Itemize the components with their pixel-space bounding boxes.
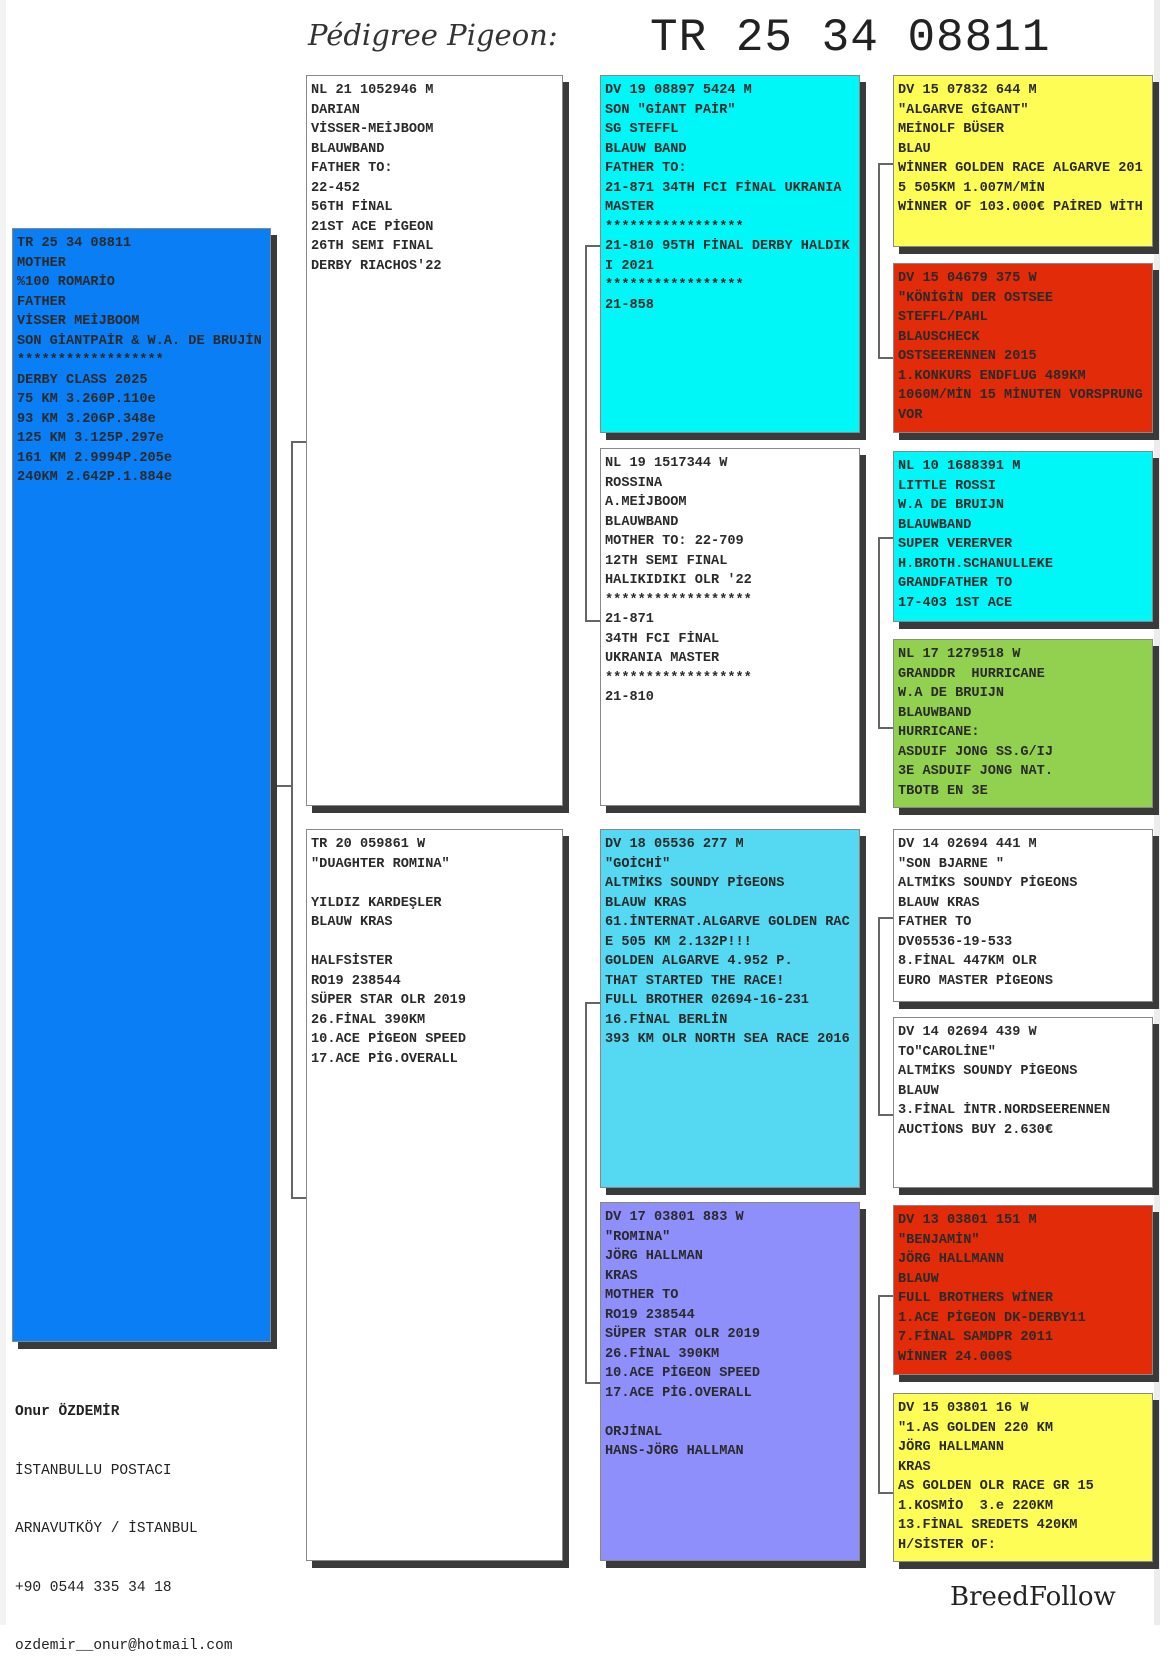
- connector: [878, 1295, 880, 1492]
- great-grandparent-card-4: NL 17 1279518 W GRANDDR HURRICANE W.A DE…: [893, 639, 1153, 808]
- page-frame: [0, 0, 1160, 1625]
- connector: [878, 1295, 893, 1297]
- great-grandparent-card-3: NL 10 1688391 M LITTLE ROSSI W.A DE BRUI…: [893, 451, 1153, 622]
- breeder-contact: Onur ÖZDEMİR İSTANBULLU POSTACI ARNAVUTK…: [15, 1364, 233, 1676]
- connector: [271, 785, 291, 787]
- connector: [878, 357, 893, 359]
- connector: [878, 917, 893, 919]
- breeder-phone: +90 0544 335 34 18: [15, 1579, 172, 1596]
- connector: [585, 620, 600, 622]
- connector: [878, 917, 880, 1114]
- great-grandparent-card-5: DV 14 02694 441 M "SON BJARNE " ALTMİKS …: [893, 829, 1153, 1002]
- connector: [878, 727, 893, 729]
- breeder-name: Onur ÖZDEMİR: [15, 1404, 120, 1420]
- great-grandparent-card-7: DV 13 03801 151 M "BENJAMİN" JÖRG HALLMA…: [893, 1205, 1153, 1375]
- subject-pigeon-card: TR 25 34 08811 MOTHER %100 ROMARİO FATHE…: [12, 228, 271, 1342]
- breeder-company: İSTANBULLU POSTACI: [15, 1462, 172, 1479]
- great-grandparent-card-6: DV 14 02694 439 W TO"CAROLİNE" ALTMİKS S…: [893, 1017, 1153, 1188]
- connector: [585, 1002, 600, 1004]
- paternal-grandfather-card: DV 19 08897 5424 M SON "GİANT PAİR" SG S…: [600, 75, 860, 433]
- breeder-email: ozdemir__onur@hotmail.com: [15, 1638, 233, 1654]
- great-grandparent-card-2: DV 15 04679 375 W "KÖNİGİN DER OSTSEE ST…: [893, 263, 1153, 433]
- page-title: Pédigree Pigeon:: [308, 18, 558, 52]
- connector: [878, 537, 893, 539]
- connector: [585, 1382, 600, 1384]
- connector: [291, 441, 293, 1198]
- connector: [878, 537, 880, 727]
- connector: [585, 245, 600, 247]
- connector: [291, 1197, 306, 1199]
- connector: [585, 245, 587, 620]
- connector: [291, 441, 306, 443]
- connector: [878, 163, 893, 165]
- connector: [878, 1492, 893, 1494]
- maternal-grandmother-card: DV 17 03801 883 W "ROMINA" JÖRG HALLMAN …: [600, 1202, 860, 1561]
- father-card: NL 21 1052946 M DARIAN VİSSER-MEİJBOOM B…: [306, 75, 563, 806]
- great-grandparent-card-8: DV 15 03801 16 W "1.AS GOLDEN 220 KM JÖR…: [893, 1393, 1153, 1562]
- paternal-grandmother-card: NL 19 1517344 W ROSSINA A.MEİJBOOM BLAUW…: [600, 448, 860, 806]
- brand-logo: BreedFollow: [950, 1582, 1116, 1612]
- breeder-location: ARNAVUTKÖY / İSTANBUL: [15, 1521, 198, 1537]
- ring-number: TR 25 34 08811: [650, 12, 1051, 64]
- connector: [878, 1114, 893, 1116]
- connector: [878, 163, 880, 357]
- maternal-grandfather-card: DV 18 05536 277 M "GOİCHİ" ALTMİKS SOUND…: [600, 829, 860, 1188]
- connector: [585, 1002, 587, 1382]
- mother-card: TR 20 059861 W "DUAGHTER ROMINA" YILDIZ …: [306, 829, 563, 1561]
- great-grandparent-card-1: DV 15 07832 644 M "ALGARVE GİGANT" MEİNO…: [893, 75, 1153, 247]
